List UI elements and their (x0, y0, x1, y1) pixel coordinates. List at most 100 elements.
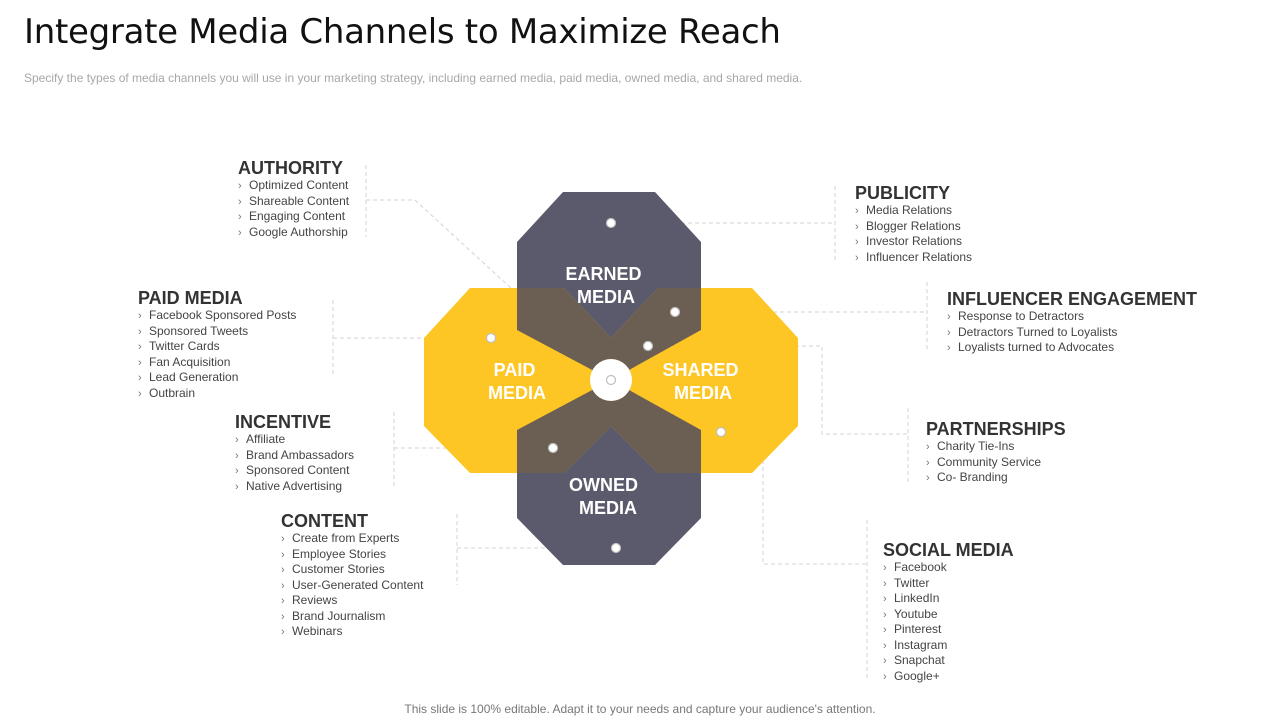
list-item-text: Facebook Sponsored Posts (149, 308, 297, 322)
chevron-right-icon: › (926, 441, 930, 453)
footer-note: This slide is 100% editable. Adapt it to… (404, 702, 876, 716)
chevron-right-icon: › (883, 608, 887, 621)
list-item-text: Media Relations (866, 203, 953, 217)
chevron-right-icon: › (883, 562, 887, 574)
list-item: ›Brand Ambassadors (235, 448, 354, 464)
chevron-right-icon: › (138, 356, 142, 369)
list-item: ›Media Relations (855, 203, 972, 219)
list-item-text: Outbrain (149, 385, 196, 400)
list-item: ›Response to Detractors (947, 309, 1197, 325)
list-item-text: Facebook (894, 560, 947, 574)
chevron-right-icon: › (281, 626, 285, 638)
group-influencer-title: INFLUENCER ENGAGEMENT (947, 289, 1198, 309)
chevron-right-icon: › (235, 449, 239, 462)
chevron-right-icon: › (855, 220, 859, 233)
list-item-text: Lead Generation (149, 370, 239, 384)
list-item-text: Instagram (894, 637, 948, 652)
dot-paid-media (485, 332, 497, 344)
chevron-right-icon: › (235, 480, 239, 493)
group-content-list: ›Create from Experts›Employee Stories›Cu… (281, 531, 423, 640)
list-item: › Native Advertising (235, 479, 354, 495)
list-item: ›Google Authorship (238, 225, 349, 241)
dot-influencer (669, 306, 681, 318)
list-item-text: Pinterest (894, 622, 942, 636)
list-item: › Lead Generation (138, 370, 296, 386)
chevron-right-icon: › (281, 579, 285, 592)
list-item: › Facebook Sponsored Posts (138, 308, 296, 324)
list-item-text: Loyalists turned to Advocates (958, 340, 1115, 354)
list-item: ›Optimized Content (238, 178, 349, 194)
chevron-right-icon: › (926, 456, 930, 469)
group-social-media-title: SOCIAL MEDIA (883, 540, 1014, 560)
list-item: ›Create from Experts (281, 531, 423, 547)
list-item: ›Employee Stories (281, 547, 423, 563)
list-item-text: Co- Branding (937, 470, 1008, 484)
list-item-text: Youtube (894, 606, 938, 621)
dot-incentive (547, 442, 559, 454)
list-item: › Co- Branding (926, 470, 1066, 486)
list-item-text: Webinars (292, 624, 343, 638)
chevron-right-icon: › (138, 372, 142, 384)
group-partnerships: PARTNERSHIPS ›Charity Tie-Ins›Community … (926, 419, 1066, 486)
group-incentive-list: ›Affiliate›Brand Ambassadors›Sponsored C… (235, 432, 354, 494)
page-subtitle: Specify the types of media channels you … (24, 71, 803, 85)
connector-dots (485, 217, 727, 554)
chevron-right-icon: › (235, 465, 239, 477)
list-item-text: Customer Stories (292, 562, 385, 576)
list-item: › LinkedIn (883, 591, 1014, 607)
list-item-text: Blogger Relations (866, 218, 961, 233)
shared-media-label: SHARED MEDIA (662, 360, 743, 403)
group-authority-list: ›Optimized Content›Shareable Content›Eng… (238, 178, 349, 240)
list-item: › Blogger Relations (855, 219, 972, 235)
chevron-right-icon: › (281, 610, 285, 623)
list-item-text: Native Advertising (246, 478, 343, 493)
chevron-right-icon: › (281, 595, 285, 607)
list-item: ›Instagram (883, 638, 1014, 654)
list-item: ›Influencer Relations (855, 250, 972, 266)
chevron-right-icon: › (926, 472, 930, 484)
chevron-right-icon: › (883, 624, 887, 636)
chevron-right-icon: › (238, 195, 242, 208)
list-item-text: Community Service (937, 454, 1042, 469)
list-item-text: LinkedIn (894, 591, 940, 605)
list-item-text: Optimized Content (249, 178, 349, 192)
chevron-right-icon: › (947, 342, 951, 354)
chevron-right-icon: › (281, 533, 285, 545)
chevron-right-icon: › (855, 251, 859, 264)
group-content-title: CONTENT (281, 511, 368, 531)
list-item: ›Affiliate (235, 432, 354, 448)
list-item: ›Sponsored Content (235, 463, 354, 479)
chevron-right-icon: › (883, 670, 887, 683)
list-item-text: Fan Acquisition (149, 354, 231, 369)
chevron-right-icon: › (883, 577, 887, 590)
list-item: ›Customer Stories (281, 562, 423, 578)
list-item: › Community Service (926, 455, 1066, 471)
list-item-text: Twitter Cards (149, 339, 220, 353)
chevron-right-icon: › (238, 211, 242, 223)
list-item-text: User-Generated Content (292, 577, 424, 592)
chevron-right-icon: › (238, 226, 242, 239)
group-partnerships-title: PARTNERSHIPS (926, 419, 1066, 439)
overlap-owned-shared (611, 380, 701, 473)
list-item-text: Twitter (894, 575, 930, 590)
list-item: ›Investor Relations (855, 234, 972, 250)
list-item-text: Sponsored Tweets (149, 323, 249, 338)
chevron-right-icon: › (883, 593, 887, 605)
list-item: ›Snapchat (883, 653, 1014, 669)
chevron-right-icon: › (235, 434, 239, 446)
list-item: › Detractors Turned to Loyalists (947, 325, 1197, 341)
list-item: ›Google+ (883, 669, 1014, 685)
list-item: ›Engaging Content (238, 209, 349, 225)
group-influencer-list: ›Response to Detractors›Detractors Turne… (947, 309, 1197, 356)
dot-content (610, 542, 622, 554)
list-item-text: Detractors Turned to Loyalists (958, 324, 1118, 339)
chevron-right-icon: › (138, 310, 142, 322)
chevron-right-icon: › (947, 326, 951, 339)
list-item: › Facebook (883, 560, 1014, 576)
list-item: › Loyalists turned to Advocates (947, 340, 1197, 356)
list-item: ›Outbrain (138, 386, 296, 402)
list-item: ›Sponsored Tweets (138, 324, 296, 340)
group-partnerships-list: ›Charity Tie-Ins›Community Service›Co- B… (926, 439, 1066, 486)
group-social-media: SOCIAL MEDIA ›Facebook›Twitter›LinkedIn›… (883, 540, 1014, 684)
